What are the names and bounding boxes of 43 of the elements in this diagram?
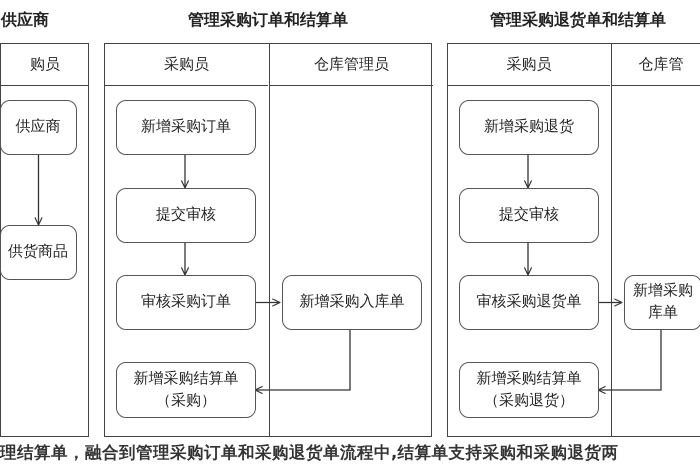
process-label: 供应商 xyxy=(16,116,60,138)
process-box xyxy=(459,188,599,242)
lane-header: 仓库管理员 xyxy=(270,44,433,86)
arrow xyxy=(180,243,190,276)
lane-header: 购员 xyxy=(1,44,88,86)
process-label: 审核采购订单 xyxy=(141,291,231,312)
arrow xyxy=(255,298,281,307)
arrow xyxy=(180,155,190,189)
process-box xyxy=(459,100,599,154)
arrow xyxy=(34,155,43,226)
process-box xyxy=(0,100,76,154)
arrow xyxy=(524,243,532,276)
lane-header: 采购员 xyxy=(448,44,610,86)
process-label: 新增采购结算单（采购退货） xyxy=(476,368,582,410)
swimlane xyxy=(611,44,700,436)
process-box xyxy=(116,362,256,418)
process-label: 新增采购退货 xyxy=(484,116,574,138)
process-label: 供货商品 xyxy=(8,241,68,262)
arrow xyxy=(598,298,623,307)
lane-header: 采购员 xyxy=(105,44,268,86)
process-label: 新增采购入库单 xyxy=(300,291,404,312)
arrow xyxy=(524,155,532,189)
panel-title: 管理采购订单和结算单 xyxy=(188,10,348,31)
process-box xyxy=(459,362,599,418)
process-label: 提交审核 xyxy=(156,204,216,226)
arrow xyxy=(597,330,662,394)
process-box xyxy=(116,100,256,154)
arrow xyxy=(254,330,351,394)
process-label: 提交审核 xyxy=(499,204,559,226)
panel-title: 管理采购退货单和结算单 xyxy=(490,10,666,31)
process-label: 新增采购订单 xyxy=(141,116,231,138)
swimlane xyxy=(269,44,433,436)
process-box xyxy=(0,224,76,280)
panel-title: 供应商 xyxy=(1,10,49,31)
process-box xyxy=(459,274,599,330)
process-box xyxy=(282,274,422,330)
process-box xyxy=(624,274,700,330)
process-label: 新增采购库单 xyxy=(632,280,694,323)
process-label: 审核采购退货单 xyxy=(476,291,582,312)
process-box xyxy=(116,274,256,330)
lane-header: 仓库管 xyxy=(612,44,700,86)
process-label: 新增采购结算单（采购） xyxy=(132,368,240,410)
process-box xyxy=(116,188,256,242)
